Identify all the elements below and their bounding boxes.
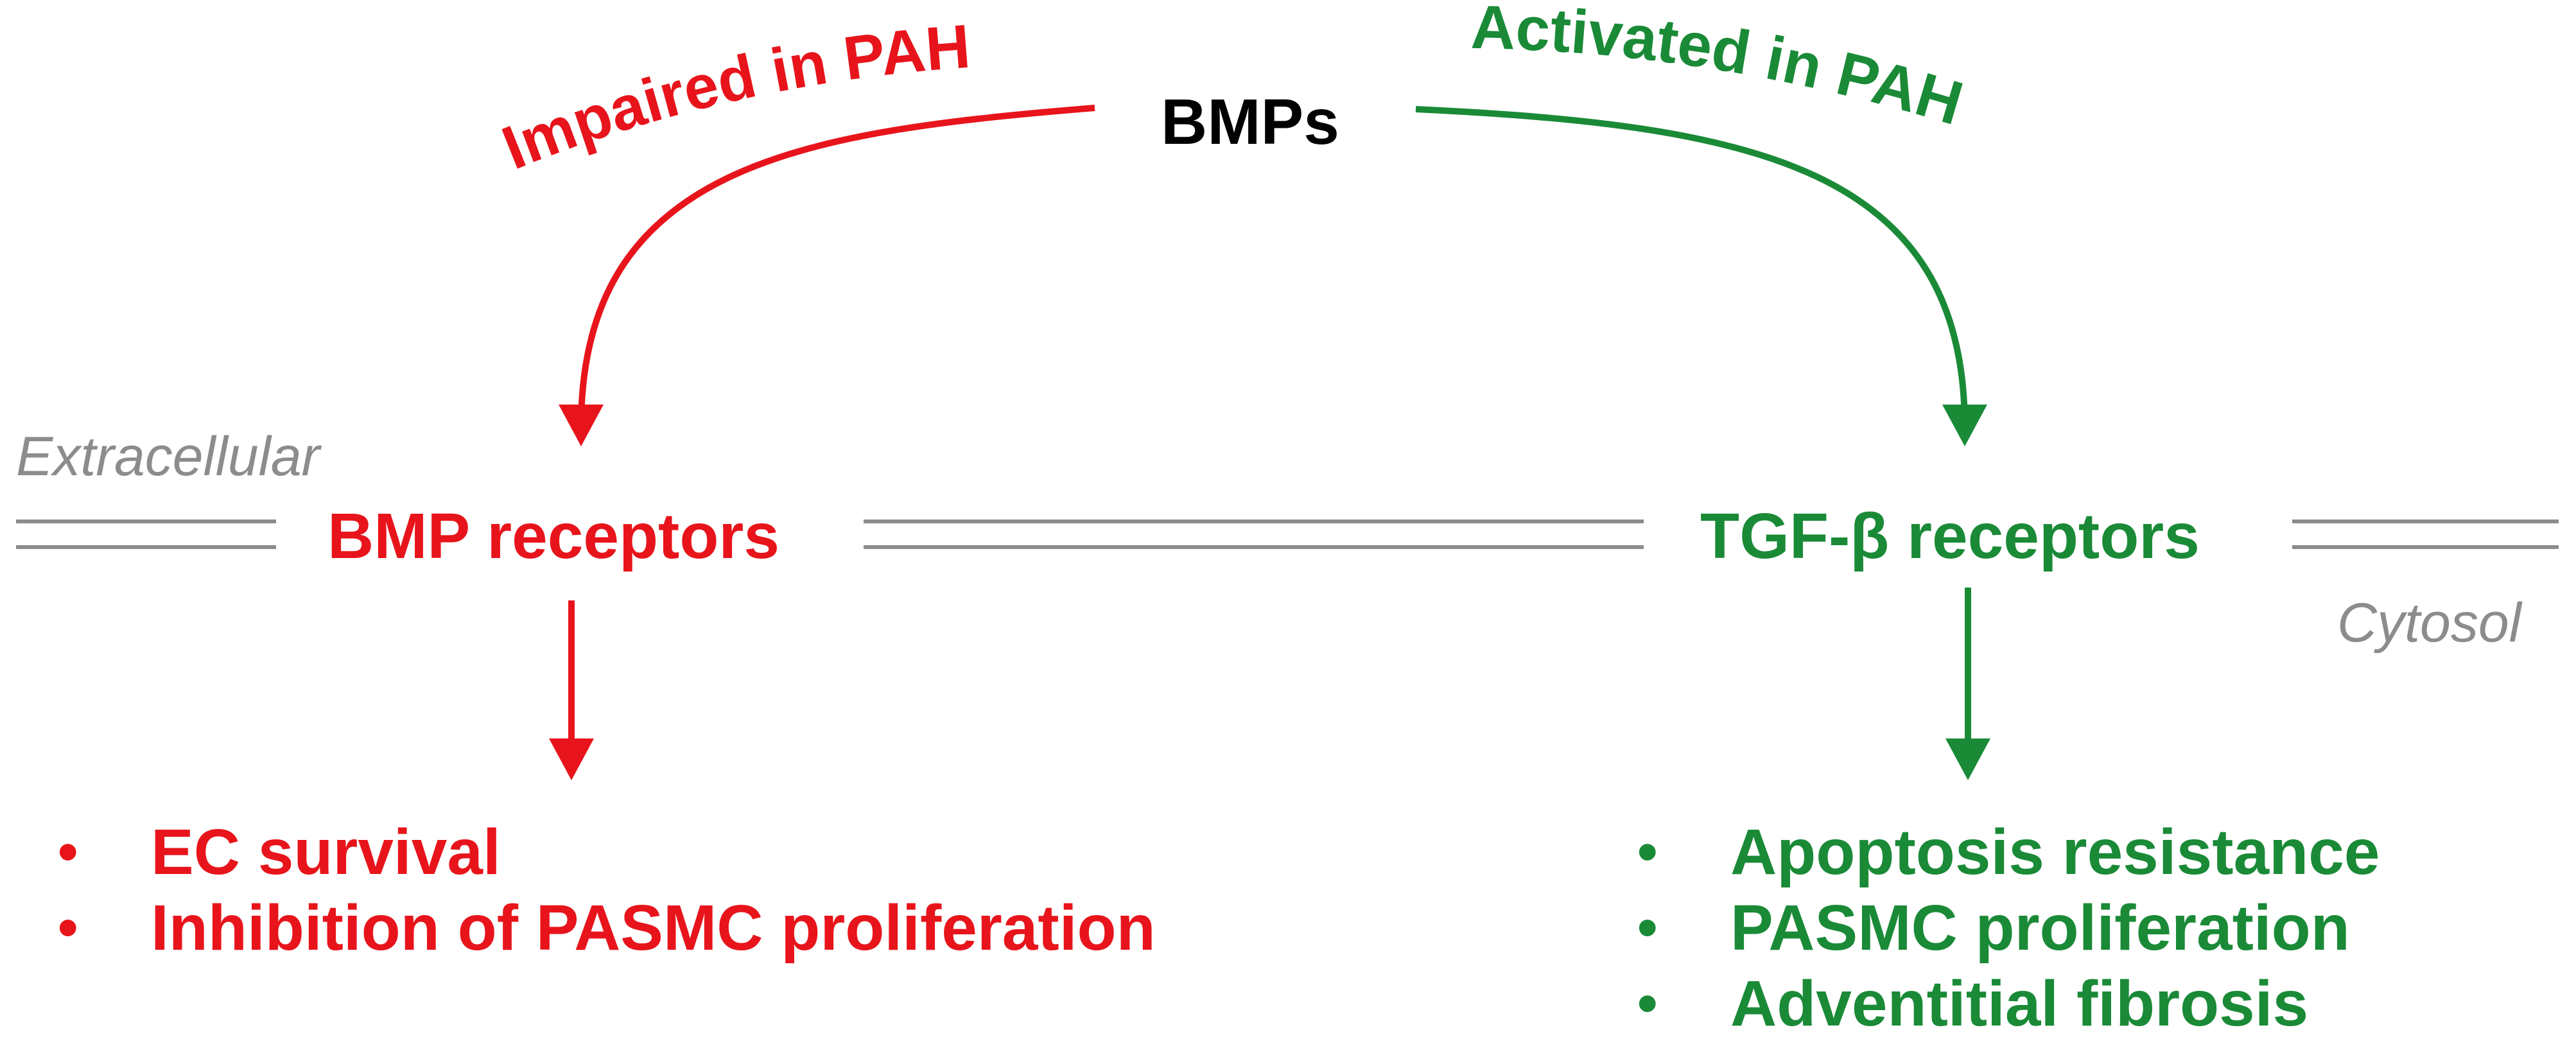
effect-text: Inhibition of PASMC proliferation: [151, 892, 1156, 964]
extracellular-label: Extracellular: [16, 426, 320, 487]
right-curved-arrow: [1415, 106, 1968, 428]
effect-text: PASMC proliferation: [1730, 892, 2350, 964]
bmp-receptors-label: BMP receptors: [327, 500, 779, 572]
list-item: • EC survival: [51, 814, 1156, 890]
right-curved-arrowhead: [1942, 405, 1987, 446]
effect-text: EC survival: [151, 816, 501, 888]
right-down-arrowhead: [1945, 738, 1990, 780]
cytosol-label: Cytosol: [2337, 592, 2521, 654]
left-curved-arrowhead: [559, 405, 604, 446]
left-down-arrowhead: [549, 738, 594, 780]
left-curved-arrow: [578, 105, 1095, 428]
effect-text: Apoptosis resistance: [1730, 816, 2380, 888]
list-item: • Inhibition of PASMC proliferation: [51, 890, 1156, 966]
bmp-effects-list: • EC survival • Inhibition of PASMC prol…: [51, 814, 1156, 966]
ligand-label: BMPs: [1161, 86, 1339, 158]
list-item: • Apoptosis resistance: [1631, 814, 2380, 890]
bullet-icon: •: [1637, 820, 1658, 884]
bullet-icon: •: [1637, 896, 1658, 960]
bullet-icon: •: [58, 820, 78, 884]
list-item: • Adventitial fibrosis: [1631, 966, 2380, 1042]
tgf-beta-effects-list: • Apoptosis resistance • PASMC prolifera…: [1631, 814, 2380, 1042]
effect-text: Adventitial fibrosis: [1730, 968, 2309, 1040]
bullet-icon: •: [58, 896, 78, 960]
membrane-lines: [16, 520, 2559, 549]
bullet-icon: •: [1637, 972, 1658, 1036]
list-item: • PASMC proliferation: [1631, 890, 2380, 966]
left-arrow-label: Impaired in PAH: [493, 12, 973, 183]
tgf-beta-receptors-label: TGF-β receptors: [1700, 500, 2200, 572]
